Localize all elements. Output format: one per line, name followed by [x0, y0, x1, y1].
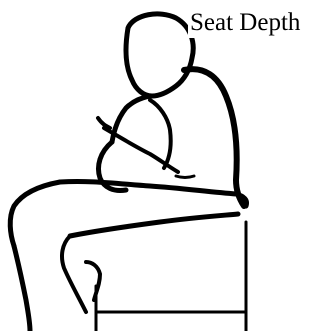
lower-leg-back: [62, 236, 86, 312]
seat-depth-label: Seat Depth: [188, 8, 302, 38]
back-outline: [184, 69, 244, 206]
hand: [98, 118, 110, 128]
head-outline: [126, 14, 193, 96]
knee-front: [10, 182, 60, 246]
seat-front: [86, 262, 100, 300]
thigh-bottom: [70, 214, 238, 236]
thigh-top: [60, 181, 247, 206]
stomach-line: [176, 176, 194, 178]
forearm: [104, 128, 178, 172]
lower-leg: [14, 246, 30, 331]
